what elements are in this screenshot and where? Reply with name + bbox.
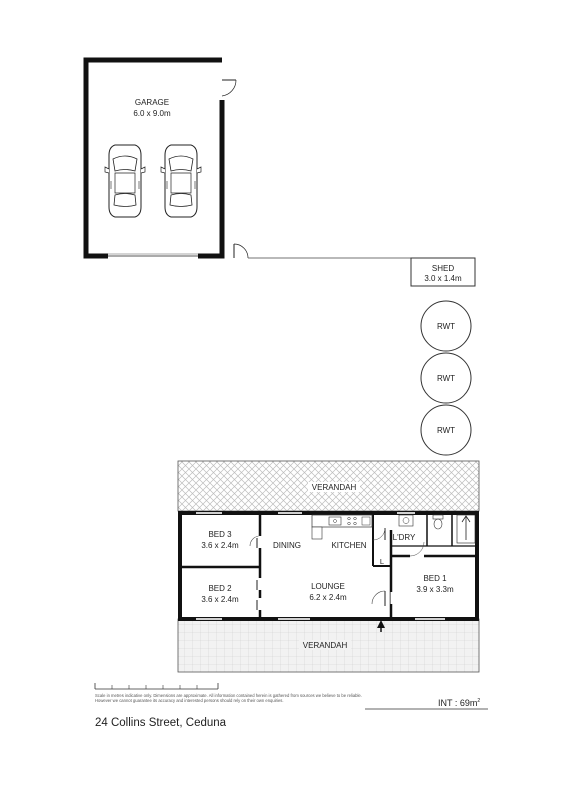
step-arrow-icon (456, 514, 476, 544)
property-address: 24 Collins Street, Ceduna (95, 717, 227, 729)
area-unit-superscript: 2 (477, 698, 481, 704)
bed2-size: 3.6 x 2.4m (201, 595, 239, 604)
kitchen-label: KITCHEN (331, 541, 366, 550)
bed3-size: 3.6 x 2.4m (201, 541, 239, 550)
bed2-name: BED 2 (208, 584, 232, 593)
shed: SHED 3.0 x 1.4m (410, 257, 476, 287)
dining-label: DINING (273, 541, 301, 550)
verandah-bottom: VERANDAH (177, 618, 480, 673)
scale-bar (94, 683, 219, 690)
verandah-bottom-label: VERANDAH (303, 641, 348, 650)
garage: GARAGE 6.0 x 9.0m (83, 57, 237, 259)
rwt-label: RWT (437, 374, 455, 383)
car-icon (160, 144, 202, 218)
internal-area: INT : 69m2 (438, 698, 480, 708)
disclaimer-text: Scale in metres indicative only. Dimensi… (95, 693, 362, 704)
shed-size: 3.0 x 1.4m (424, 274, 462, 283)
verandah-top-label: VERANDAH (312, 483, 357, 492)
rwt-label: RWT (437, 426, 455, 435)
rwt-label: RWT (437, 322, 455, 331)
garage-size: 6.0 x 9.0m (133, 109, 171, 118)
shed-name: SHED (432, 264, 454, 273)
lounge-size: 6.2 x 2.4m (309, 593, 347, 602)
bed3-name: BED 3 (208, 530, 232, 539)
fence-line (233, 243, 411, 259)
rainwater-tanks: RWT RWT RWT (420, 300, 472, 456)
linen-label: L (380, 557, 384, 566)
entry-arrow-icon (377, 620, 385, 632)
laundry-fittings (398, 514, 414, 527)
lounge-name: LOUNGE (311, 582, 345, 591)
house: BED 3 3.6 x 2.4m BED 2 3.6 x 2.4m DINING… (178, 511, 479, 632)
verandah-top: VERANDAH (177, 460, 480, 512)
garage-side-door (221, 79, 237, 97)
laundry-label: L'DRY (393, 533, 416, 542)
bed1-name: BED 1 (423, 574, 447, 583)
bed1-size: 3.9 x 3.3m (416, 585, 454, 594)
kitchen-bench (311, 514, 373, 540)
garage-name: GARAGE (135, 98, 169, 107)
car-icon (104, 144, 146, 218)
internal-area-value: INT : 69m (438, 698, 478, 708)
toilet-icon (432, 514, 444, 530)
